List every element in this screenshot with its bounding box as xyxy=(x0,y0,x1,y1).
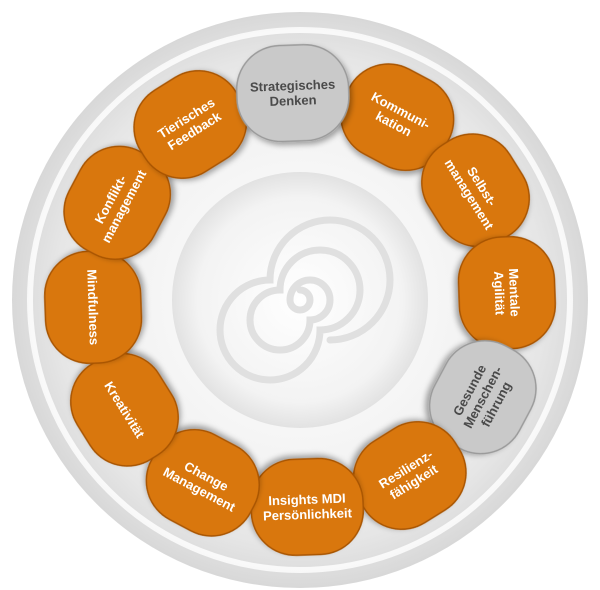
outer-disc-rim xyxy=(27,27,573,573)
segment-label-mindfulness-line-0: Mindfulness xyxy=(84,269,102,345)
segment-label-strategisches-denken-line-1: Denken xyxy=(269,92,317,109)
segment-strategisches-denken xyxy=(235,43,350,143)
segment-label-insights-mdi-line-1: Persönlichkeit xyxy=(263,505,353,523)
segment-shape-strategisches-denken xyxy=(235,43,350,143)
segment-label-mentale-agilitaet-line-0: Mentale xyxy=(506,268,523,317)
segment-label-insights-mdi-line-0: Insights MDI xyxy=(268,491,346,509)
center-spiral xyxy=(216,216,394,384)
segment-label-strategisches-denken-line-0: Strategisches xyxy=(250,77,336,95)
segments-group: Kommuni-kationSelbst-managementMentaleAg… xyxy=(43,43,557,557)
segment-label-group-mindfulness: Mindfulness xyxy=(84,269,102,345)
segment-label-mentale-agilitaet-line-1: Agilität xyxy=(491,271,508,316)
